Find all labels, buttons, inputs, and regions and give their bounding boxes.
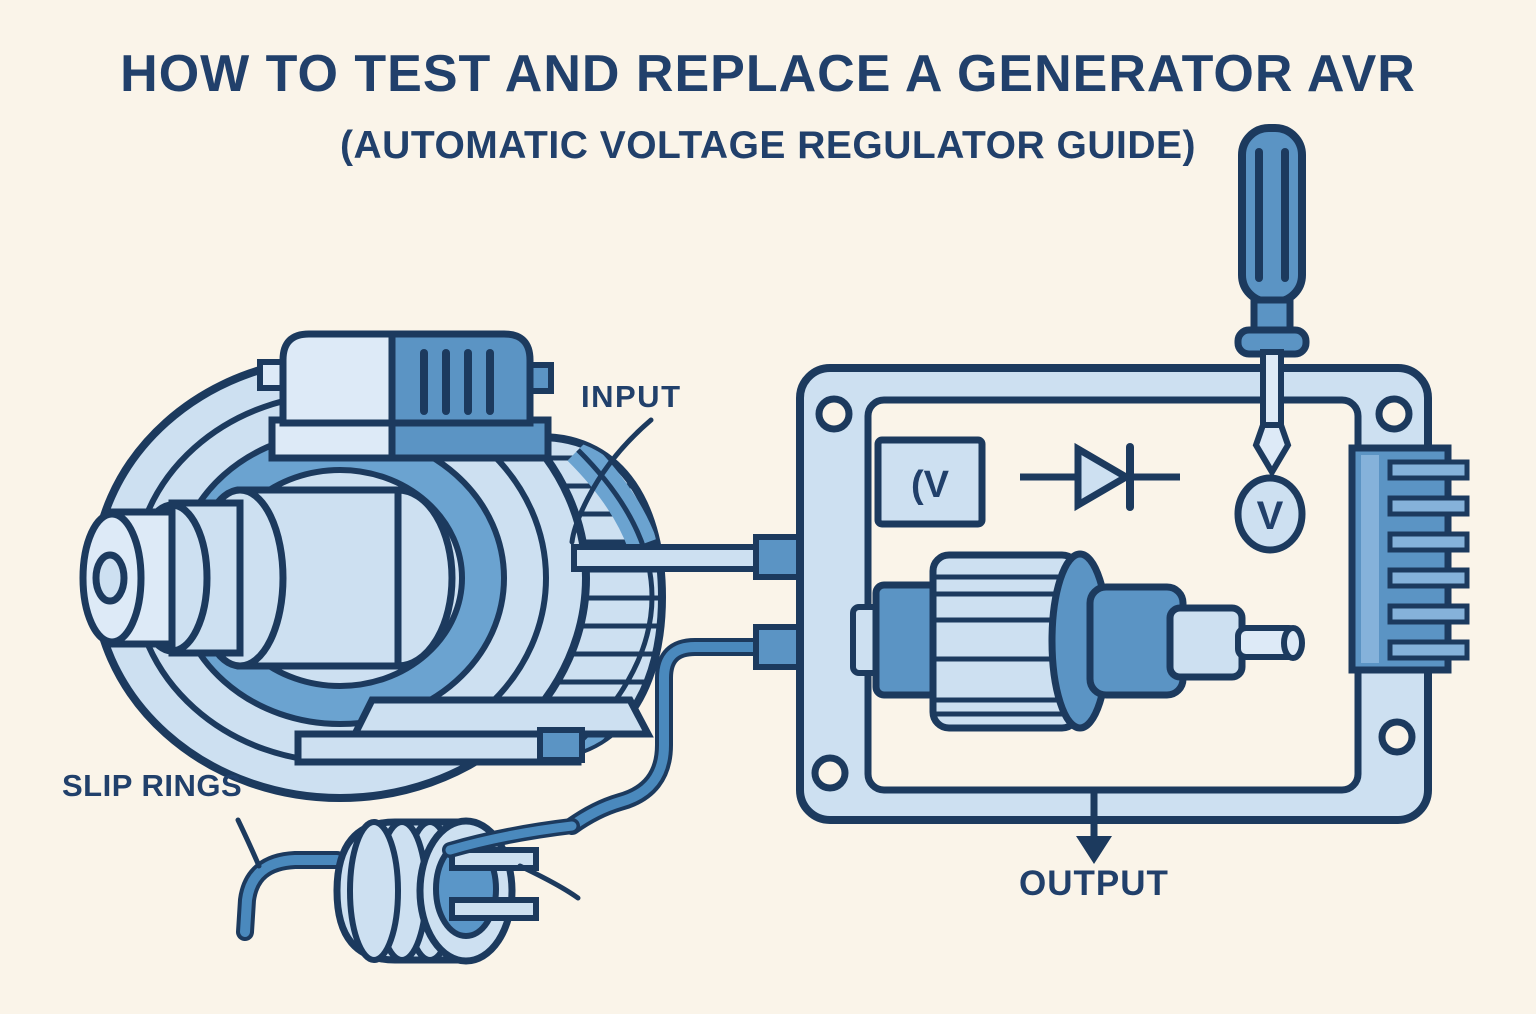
rotor-assembly <box>850 550 1305 732</box>
slip-ring-prong-upper <box>449 847 539 871</box>
foot-block <box>537 727 585 763</box>
coil-ring-1 <box>347 819 401 963</box>
screw-hole-top-right <box>1375 395 1413 433</box>
slip-rings-assembly <box>333 817 581 965</box>
rotor-left-cylinder <box>872 581 941 699</box>
field-wire <box>567 642 777 831</box>
input-wire-upper <box>571 544 763 572</box>
generator-motor <box>79 330 667 802</box>
page-subtitle: (AUTOMATIC VOLTAGE REGULATOR GUIDE) <box>340 124 1196 167</box>
heat-sink-fin <box>1387 531 1470 553</box>
heat-sink <box>1348 444 1470 674</box>
screw-hole-top-left <box>815 395 853 433</box>
diode-triangle <box>1074 442 1133 512</box>
input-connector-upper <box>753 534 805 580</box>
output-label: OUTPUT <box>1019 864 1169 903</box>
slip-rings-leader-line <box>235 817 262 869</box>
shaft-center-hole <box>92 551 128 605</box>
terminal-vents <box>420 349 494 415</box>
input-connector-lower <box>753 624 805 670</box>
screw-hole-bottom-left <box>811 754 849 792</box>
voltmeter-symbol: V <box>1234 474 1306 554</box>
sensor-square <box>874 436 986 528</box>
heat-sink-fin <box>1387 495 1470 517</box>
screwdriver <box>1234 124 1310 478</box>
heat-sink-fins <box>1387 459 1470 661</box>
terminal-box <box>257 330 554 462</box>
terminal-box-left <box>279 330 396 427</box>
input-label: INPUT <box>581 379 682 414</box>
rotor-sleeve <box>1166 604 1246 681</box>
slip-rings-label: SLIP RINGS <box>62 768 243 803</box>
voltage-sensor-symbol: (V <box>874 436 986 528</box>
heat-sink-fin <box>1387 567 1470 589</box>
heat-sink-stripe <box>1361 455 1379 663</box>
prong-whisker-wire <box>517 863 581 901</box>
foot-bar <box>349 696 654 738</box>
output-arrowhead <box>1076 836 1112 864</box>
screw-hole-bottom-right <box>1378 718 1416 756</box>
screwdriver-shaft <box>1260 349 1284 431</box>
motor-feet <box>294 696 654 766</box>
voltmeter-circle <box>1234 474 1306 554</box>
foot-pad <box>294 730 582 766</box>
page-title: HOW TO TEST AND REPLACE A GENERATOR AVR <box>120 45 1416 103</box>
heat-sink-fin <box>1387 603 1470 625</box>
voltmeter-letter: V <box>1257 494 1284 538</box>
input-leader-line <box>569 417 654 545</box>
screwdriver-handle-grooves <box>1255 148 1289 282</box>
slip-ring-wire <box>240 855 342 937</box>
output-arrow <box>1076 790 1112 864</box>
heat-sink-fin <box>1387 639 1470 661</box>
screwdriver-tip <box>1252 422 1292 478</box>
diode-symbol <box>1020 442 1180 512</box>
wire-wrap <box>445 821 577 855</box>
terminal-box-right <box>388 330 534 427</box>
sensor-glyph: (V <box>911 464 950 506</box>
motor-shaft <box>79 486 456 670</box>
heat-sink-fin <box>1387 459 1470 481</box>
wiring <box>236 534 805 941</box>
avr-box: (V V <box>796 364 1470 864</box>
slip-ring-prong-lower <box>449 897 539 921</box>
rotor-shaft-end <box>1281 625 1305 661</box>
